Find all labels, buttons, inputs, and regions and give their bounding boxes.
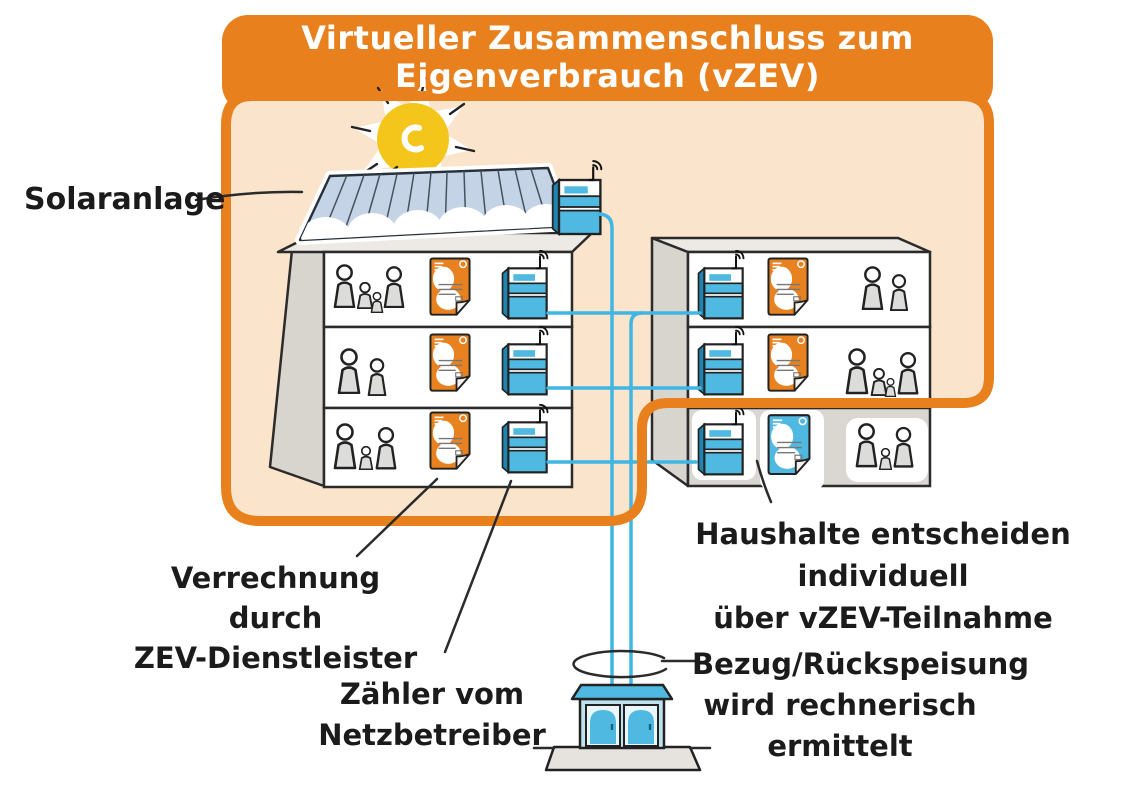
grid-cables: [546, 212, 702, 686]
household-people-icon: [333, 264, 356, 308]
invoice-icon-blue: [767, 414, 811, 476]
invoice-icon: [429, 257, 471, 316]
label-haushalte-line2: über vZEV-Teilnahme: [713, 601, 1053, 636]
pointer-lines: [194, 190, 773, 679]
infographic-title: Virtueller Zusammenschluss zum Eigenverb…: [301, 19, 914, 95]
solar-panel: [295, 163, 575, 245]
cable-loop-annotation: [572, 649, 668, 679]
label-solaranlage: Solaranlage: [24, 182, 226, 217]
billing-pointer-line: [355, 477, 439, 558]
label-bezug-line3: ermittelt: [767, 729, 913, 764]
solar-pointer-line: [194, 190, 304, 202]
label-verrechnung: Verrechnung durch ZEV-Dienstleister: [128, 558, 423, 678]
label-zaehler-line1: Zähler vom: [339, 677, 525, 711]
vzev-boundary-border: [221, 91, 994, 526]
label-bezug: Bezug/Rückspeisung wird rechnerisch ermi…: [692, 644, 1029, 768]
transformer-station-icon: [532, 683, 712, 772]
label-bezug-line2: wird rechnerisch: [703, 688, 977, 723]
label-verrechnung-line2: ZEV-Dienstleister: [133, 641, 418, 676]
label-bezug-line1: Bezug/Rückspeisung: [692, 647, 1030, 681]
label-zaehler-line2: Netzbetreiber: [318, 718, 546, 753]
invoice-icon: [429, 411, 471, 470]
households-pointer-line: [755, 459, 773, 504]
invoice-icon: [767, 257, 809, 316]
invoice-icon: [767, 333, 809, 392]
label-haushalte: Haushalte entscheiden individuell über v…: [648, 513, 1118, 639]
label-haushalte-line1: Haushalte entscheiden individuell: [695, 517, 1071, 594]
label-zaehler: Zähler vom Netzbetreiber: [318, 674, 546, 756]
meter-pointer-line: [443, 479, 513, 654]
invoice-icon: [429, 333, 471, 392]
label-verrechnung-line1: Verrechnung durch: [170, 561, 381, 636]
